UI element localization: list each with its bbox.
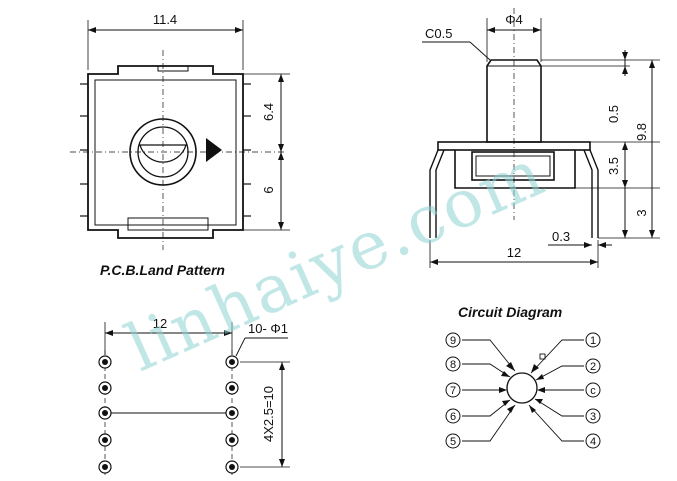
svg-text:c: c xyxy=(590,385,596,397)
svg-text:5: 5 xyxy=(450,436,456,448)
pin-marker: 5 xyxy=(445,433,461,449)
svg-text:2: 2 xyxy=(590,361,596,373)
svg-text:6: 6 xyxy=(450,411,456,423)
top-height-upper-label: 6.4 xyxy=(261,103,276,121)
pin-marker: c xyxy=(585,382,601,398)
top-width-label: 11.4 xyxy=(153,12,177,27)
svg-text:7: 7 xyxy=(450,385,456,397)
pcb-hole xyxy=(98,355,112,369)
side-width-label: 12 xyxy=(507,245,521,260)
pcb-title: P.C.B.Land Pattern xyxy=(100,262,225,278)
top-view xyxy=(70,20,290,250)
chamfer-label: C0.5 xyxy=(425,26,452,41)
circuit-title: Circuit Diagram xyxy=(458,304,562,320)
top-height-lower-label: 6 xyxy=(261,186,276,193)
svg-text:3: 3 xyxy=(590,411,596,423)
pin-marker: 8 xyxy=(445,356,461,372)
pin-length-label: 3 xyxy=(634,209,649,216)
pcb-width-label: 12 xyxy=(153,316,167,331)
circuit-pins-right: 1 2 c 3 4 xyxy=(585,332,601,449)
total-height-label: 9.8 xyxy=(634,123,649,141)
svg-text:8: 8 xyxy=(450,359,456,371)
svg-text:1: 1 xyxy=(590,335,596,347)
pin-marker: 2 xyxy=(585,358,601,374)
circuit-diagram xyxy=(462,339,584,442)
circuit-pins-left: 9 8 7 6 5 xyxy=(445,332,461,449)
pcb-hole xyxy=(225,433,239,447)
pcb-pattern xyxy=(104,322,290,478)
body-height-label: 3.5 xyxy=(606,157,621,175)
pcb-hole xyxy=(225,355,239,369)
pcb-hole-label: 10- Φ1 xyxy=(248,321,288,336)
pcb-hole xyxy=(98,406,112,420)
pcb-hole xyxy=(98,433,112,447)
pin-marker: 3 xyxy=(585,408,601,424)
pin-marker: 1 xyxy=(585,332,601,348)
pin-marker: 7 xyxy=(445,382,461,398)
pin-marker: 6 xyxy=(445,408,461,424)
pin-marker: 9 xyxy=(445,332,461,348)
side-view xyxy=(422,8,660,268)
svg-text:4: 4 xyxy=(590,436,596,448)
pcb-hole xyxy=(225,406,239,420)
svg-text:9: 9 xyxy=(450,335,456,347)
pcb-holes xyxy=(98,355,239,474)
shaft-diameter-label: Φ4 xyxy=(505,12,523,27)
pcb-hole xyxy=(98,381,112,395)
pin-thickness-label: 0.3 xyxy=(552,229,570,244)
pcb-hole xyxy=(225,381,239,395)
shaft-top-dim-label: 0.5 xyxy=(606,105,621,123)
pcb-hole xyxy=(98,460,112,474)
watermark: linhaiye.com xyxy=(115,134,556,387)
pin-marker: 4 xyxy=(585,433,601,449)
pcb-hole xyxy=(225,460,239,474)
pcb-pitch-label: 4X2.5=10 xyxy=(261,386,276,442)
